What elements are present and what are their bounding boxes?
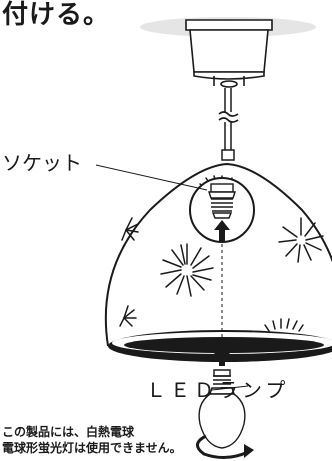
cord-icon [218,88,239,161]
warning-note: この製品には、白熱電球 電球形蛍光灯は使用できません。 [2,424,182,456]
warning-line-1: この製品には、白熱電球 [2,425,135,439]
ceiling-canopy-icon [185,19,273,88]
led-lamp-label: ＬＥＤランプ [146,378,290,402]
shade-icon [104,162,332,362]
heading: 付ける。 [2,0,111,30]
rotate-arrow-icon [196,434,254,459]
up-arrow-icon [214,220,230,242]
socket-label: ソケット [2,151,82,175]
led-bulb-icon [198,369,246,449]
socket-icon [208,183,236,219]
firework-pattern-icon [119,175,324,332]
warning-line-2: 電球形蛍光灯は使用できません。 [2,441,182,455]
led-leader-line [211,385,249,391]
up-arrow-icon [214,344,230,366]
socket-leader-line [95,164,208,191]
